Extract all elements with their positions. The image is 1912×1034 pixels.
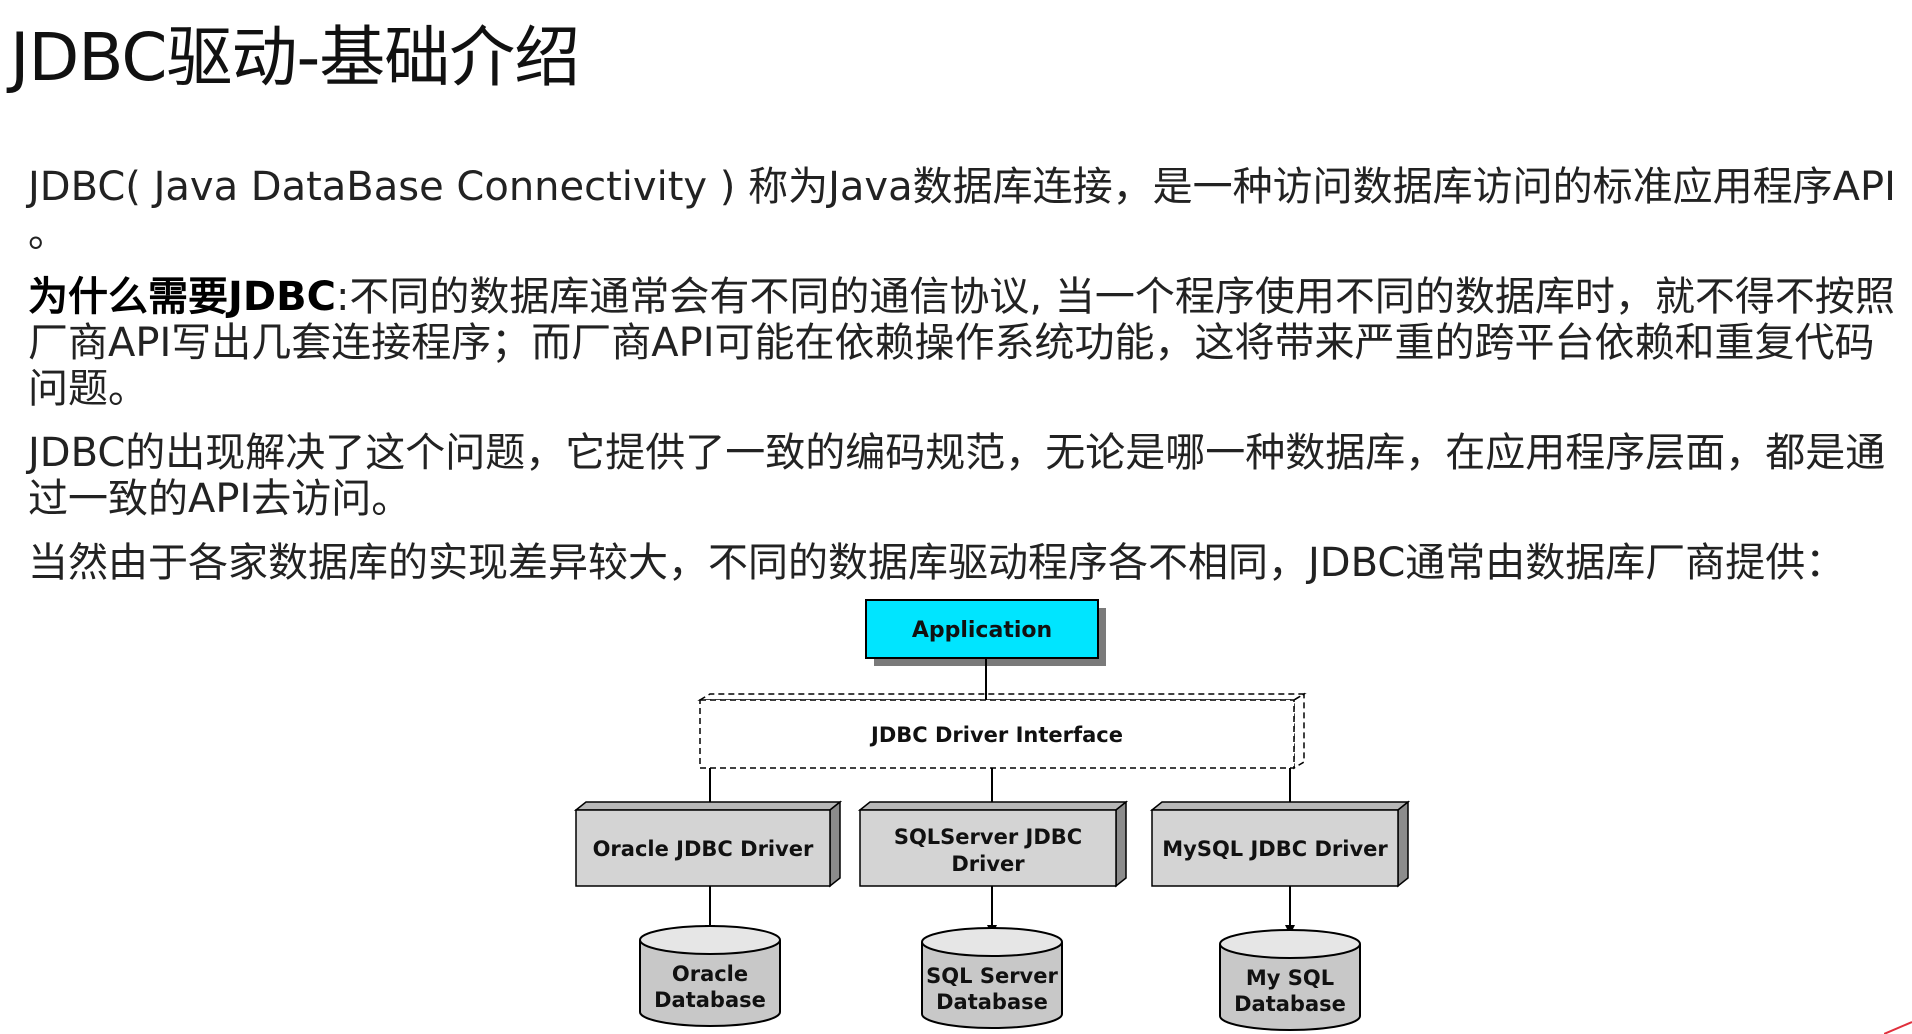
driver-mysql-rect [1151,809,1399,887]
db-mysql-label-line1: My SQL [1246,966,1334,990]
paragraph-why-jdbc-text: :不同的数据库通常会有不同的通信协议, 当一个程序使用不同的数据库时，就不得不按… [28,274,1895,412]
database-mysql: My SQL Database [1219,929,1361,1031]
driver-box-oracle: Oracle JDBC Driver [573,800,843,888]
db-mysql-label-line2: Database [1234,992,1346,1016]
database-sqlserver: SQL Server Database [921,927,1063,1029]
db-oracle-body [639,940,781,1027]
driver-oracle-side [829,800,841,888]
paragraph-vendor: 当然由于各家数据库的实现差异较大，不同的数据库驱动程序各不相同，JDBC通常由数… [28,540,1846,586]
paragraph-why-jdbc: 为什么需要JDBC:不同的数据库通常会有不同的通信协议, 当一个程序使用不同的数… [28,274,1898,412]
driver-mysql-side [1397,800,1409,888]
db-mysql-body [1219,944,1361,1031]
paragraph-solution: JDBC的出现解决了这个问题，它提供了一致的编码规范，无论是哪一种数据库，在应用… [28,430,1886,522]
driver-sqlserver-side [1115,800,1127,888]
application-rect [865,599,1099,659]
db-oracle-label-line2: Database [654,988,766,1012]
driver-interface-box: JDBC Driver Interface [697,692,1307,770]
db-sqlserver-body [921,942,1063,1029]
driver-oracle-label: Oracle JDBC Driver [593,837,814,861]
db-sqlserver-label-line2: Database [936,990,1048,1014]
driver-mysql-top [1149,801,1411,811]
interface-side-face [1293,692,1305,770]
driver-oracle-rect [575,809,831,887]
interface-label: JDBC Driver Interface [869,723,1123,747]
driver-box-sqlserver: SQLServer JDBC Driver [857,800,1129,888]
page-title: JDBC驱动-基础介绍 [10,19,580,96]
db-sqlserver-label-line1: SQL Server [926,964,1058,988]
application-box: Application [865,599,1106,666]
corner-decoration-icon [1884,1021,1912,1034]
content-body: JDBC( Java DataBase Connectivity ) 称为Jav… [28,164,1898,604]
driver-mysql-label: MySQL JDBC Driver [1162,837,1388,861]
paragraph-why-jdbc-heading: 为什么需要JDBC [28,274,336,320]
paragraph-definition: JDBC( Java DataBase Connectivity ) 称为Jav… [28,164,1896,256]
driver-sqlserver-label-line2: Driver [951,852,1025,876]
jdbc-diagram-svg: Application JDBC Driver Interface Oracle… [573,599,1411,1031]
driver-sqlserver-label-line1: SQLServer JDBC [894,825,1082,849]
db-oracle-top [639,925,781,955]
db-oracle-label-line1: Oracle [672,962,748,986]
database-oracle: Oracle Database [639,925,781,1027]
interface-top-face [697,693,1307,701]
driver-sqlserver-top [857,801,1129,811]
db-sqlserver-top [921,927,1063,957]
driver-oracle-top [573,801,843,811]
driver-box-mysql: MySQL JDBC Driver [1149,800,1411,888]
interface-rect [699,699,1295,769]
application-label: Application [912,618,1052,643]
jdbc-architecture-diagram: Application JDBC Driver Interface Oracle… [560,594,1440,1034]
driver-sqlserver-rect [859,809,1117,887]
db-mysql-top [1219,929,1361,959]
